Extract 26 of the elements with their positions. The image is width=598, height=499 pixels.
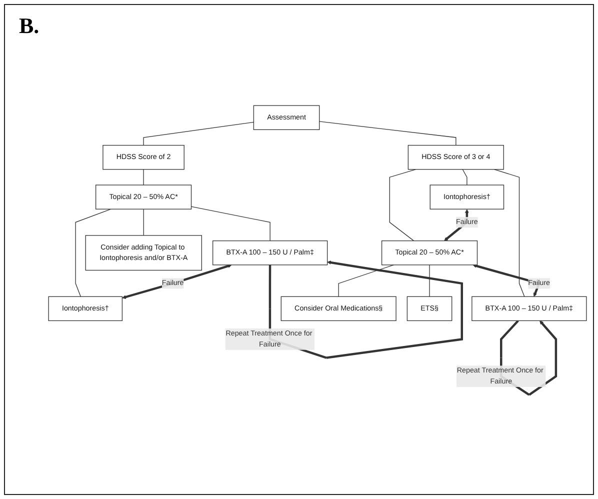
node-box — [253, 105, 320, 130]
node-box — [48, 296, 123, 321]
connector — [75, 208, 112, 297]
connector — [462, 168, 468, 186]
connector — [143, 208, 144, 236]
connector — [143, 122, 254, 146]
connector — [429, 264, 430, 297]
node-box — [381, 240, 478, 265]
node-box — [280, 296, 396, 321]
arrow — [472, 264, 541, 297]
node-box — [212, 240, 328, 265]
connector — [494, 168, 525, 297]
connector — [338, 264, 394, 297]
arrow — [122, 264, 232, 299]
node-box — [408, 144, 504, 170]
node-box — [102, 144, 184, 170]
node-box — [85, 234, 202, 270]
panel-label: B. — [19, 13, 40, 38]
node-box — [430, 184, 504, 210]
connector — [143, 168, 144, 186]
connector — [389, 168, 416, 241]
connector — [319, 120, 456, 146]
node-box — [472, 296, 587, 321]
connector — [190, 206, 270, 241]
node-box — [406, 296, 452, 321]
node-box — [95, 184, 192, 210]
